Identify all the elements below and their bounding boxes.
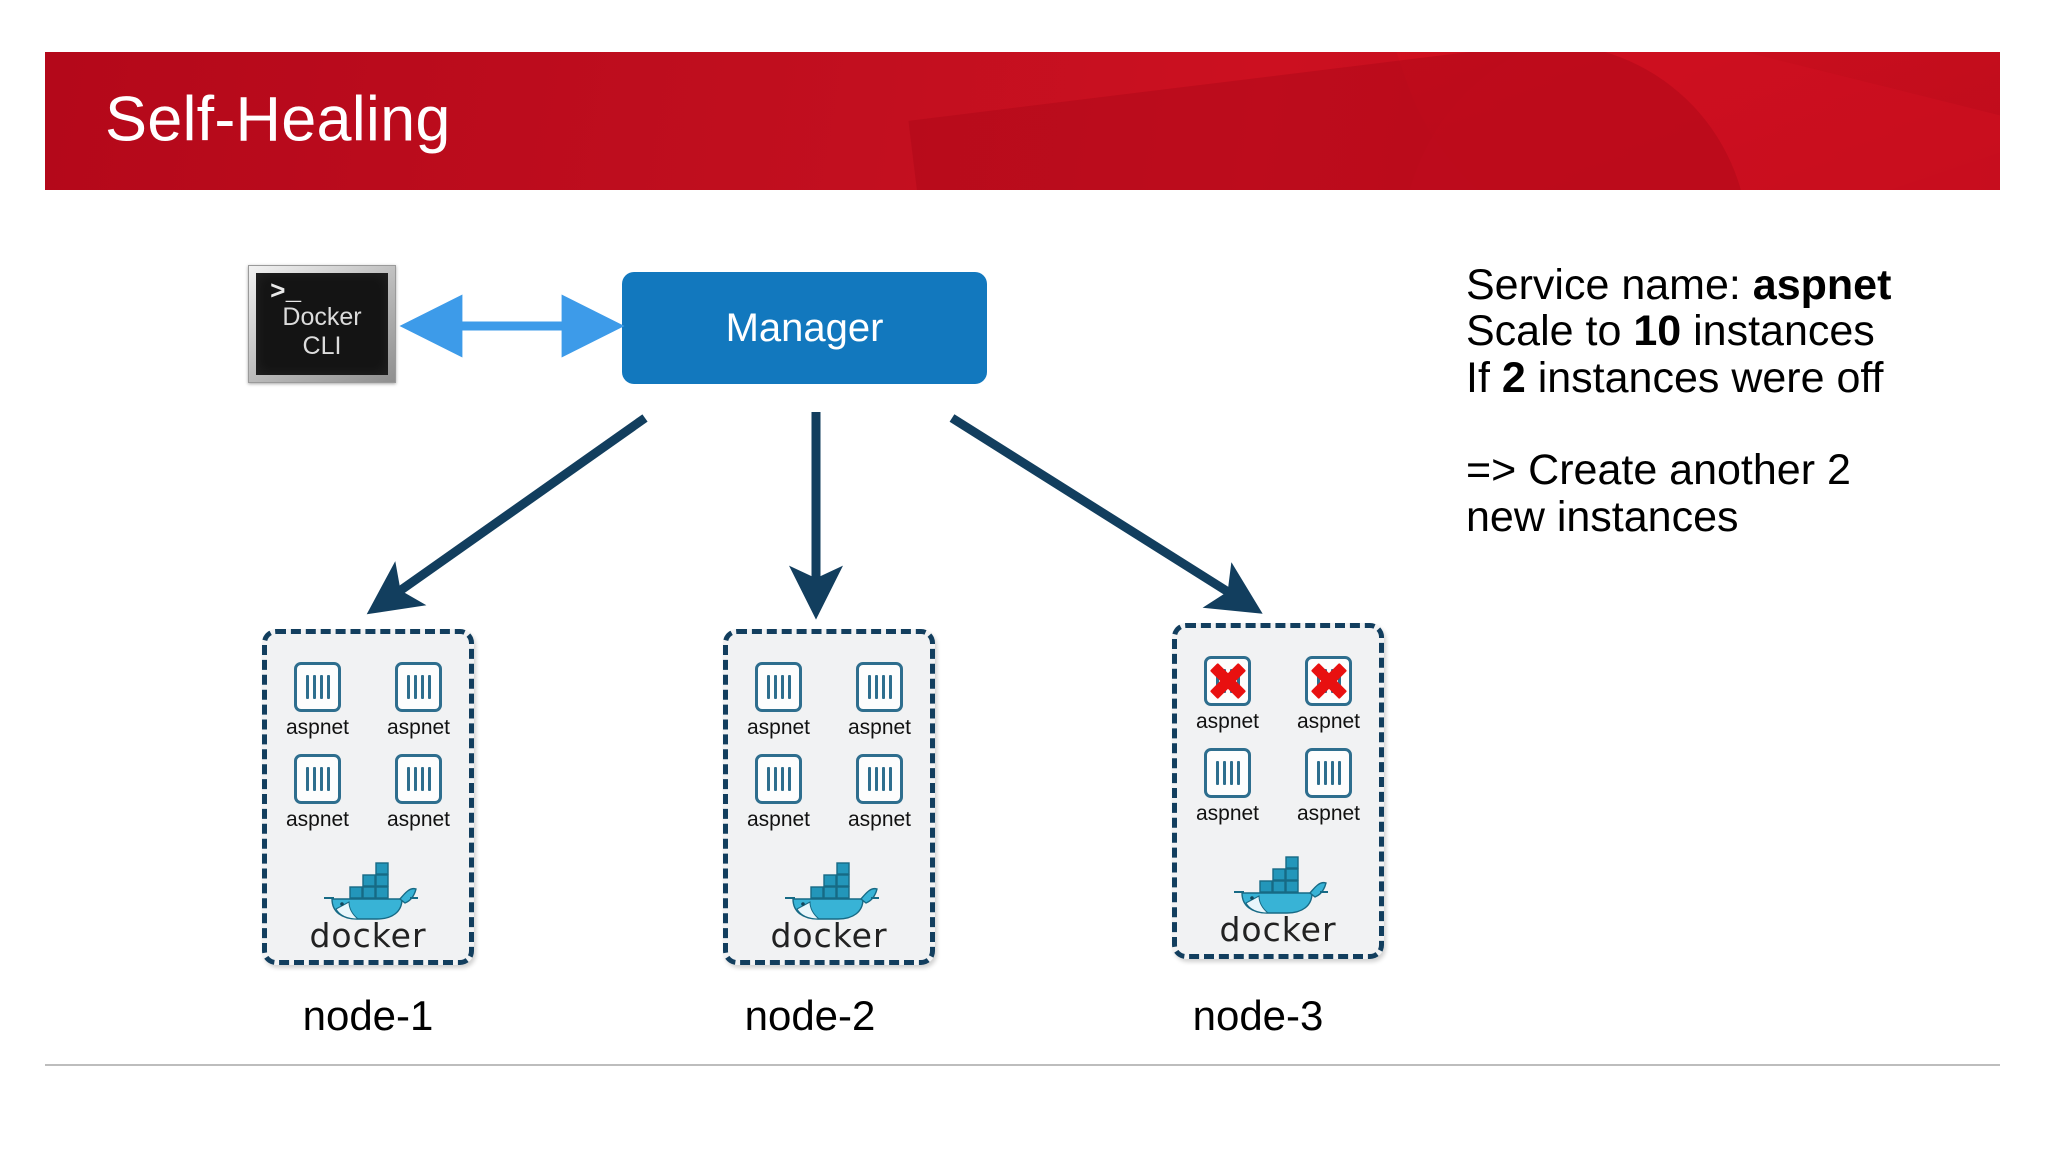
node-label-2: node-2 [744, 992, 876, 1039]
cli-label-cli: CLI [302, 332, 342, 360]
container-grid: aspnet aspnet aspnet aspnet [728, 662, 930, 830]
cli-label-docker: Docker [282, 303, 362, 331]
note-line-5: new instances [1466, 492, 1739, 541]
container-label: aspnet [285, 808, 350, 831]
container-item-failed[interactable]: aspnet [1196, 656, 1259, 732]
notes-block: Service name: aspnet Scale to 10 instanc… [1466, 262, 2006, 540]
container-item[interactable]: aspnet [286, 662, 349, 738]
container-icon [294, 662, 341, 712]
container-item[interactable]: aspnet [848, 754, 911, 830]
container-icon [1305, 748, 1352, 798]
node-label-3: node-3 [1192, 992, 1324, 1039]
docker-wordmark: docker [309, 916, 427, 955]
note-scale-suffix: instances [1681, 307, 1875, 356]
container-label: aspnet [386, 808, 451, 831]
banner-swoosh-3 [908, 52, 1752, 190]
container-item[interactable]: aspnet [1196, 748, 1259, 824]
title-banner: Self-Healing [45, 52, 2000, 190]
note-off-prefix: If [1466, 353, 1502, 402]
container-icon [395, 754, 442, 804]
container-item[interactable]: aspnet [387, 754, 450, 830]
note-line-3: If 2 instances were off [1466, 355, 2006, 401]
note-line-2: Scale to 10 instances [1466, 308, 2006, 354]
container-icon [755, 754, 802, 804]
prompt-icon: >_ [270, 277, 302, 307]
failed-x-icon [1306, 657, 1351, 705]
note-scale-prefix: Scale to [1466, 307, 1634, 356]
terminal-screen: >_ Docker CLI [256, 273, 388, 375]
node-box-1[interactable]: aspnet aspnet aspnet aspnet [262, 629, 474, 965]
page-title: Self-Healing [105, 84, 451, 155]
container-label: aspnet [1195, 802, 1260, 825]
container-item-failed[interactable]: aspnet [1297, 656, 1360, 732]
docker-logo: docker [267, 857, 469, 952]
container-label: aspnet [746, 808, 811, 831]
docker-whale-icon [324, 862, 418, 920]
container-label: aspnet [1195, 710, 1260, 733]
container-label: aspnet [386, 716, 451, 739]
note-line-1: Service name: aspnet [1466, 262, 2006, 308]
note-scale-value: 10 [1633, 307, 1682, 356]
node-box-3[interactable]: aspnet aspnet aspnet aspnet [1172, 623, 1384, 959]
container-item[interactable]: aspnet [848, 662, 911, 738]
container-icon [294, 754, 341, 804]
container-icon [395, 662, 442, 712]
arrow-manager-node-3 [949, 414, 1263, 614]
docker-whale-icon [1234, 856, 1328, 914]
note-off-suffix: instances were off [1525, 353, 1884, 402]
node-box-2[interactable]: aspnet aspnet aspnet aspnet [723, 629, 935, 965]
container-label: aspnet [1296, 802, 1361, 825]
notes-spacer [1466, 401, 2006, 447]
arrow-manager-node-1 [366, 414, 648, 615]
container-icon [755, 662, 802, 712]
container-icon [856, 662, 903, 712]
container-icon [1204, 656, 1251, 706]
container-grid: aspnet aspnet aspnet aspnet [1177, 656, 1379, 824]
node-label-1: node-1 [302, 992, 434, 1039]
container-icon [1204, 748, 1251, 798]
docker-logo: docker [1177, 851, 1379, 946]
container-label: aspnet [285, 716, 350, 739]
container-label: aspnet [1296, 710, 1361, 733]
note-service-prefix: Service name: [1466, 261, 1753, 309]
container-label: aspnet [847, 808, 912, 831]
manager-node: Manager [622, 272, 987, 384]
docker-logo: docker [728, 857, 930, 952]
container-item[interactable]: aspnet [286, 754, 349, 830]
container-item[interactable]: aspnet [747, 662, 810, 738]
container-label: aspnet [847, 716, 912, 739]
container-item[interactable]: aspnet [387, 662, 450, 738]
container-icon [856, 754, 903, 804]
docker-cli-icon: >_ Docker CLI [248, 265, 396, 383]
docker-wordmark: docker [1219, 910, 1337, 949]
manager-label: Manager [725, 305, 884, 350]
footer-divider [45, 1064, 2000, 1066]
container-icon [1305, 656, 1352, 706]
container-item[interactable]: aspnet [1297, 748, 1360, 824]
failed-x-icon [1205, 657, 1250, 705]
note-service-value: aspnet [1752, 261, 1892, 309]
container-grid: aspnet aspnet aspnet aspnet [267, 662, 469, 830]
container-item[interactable]: aspnet [747, 754, 810, 830]
docker-whale-icon [785, 862, 879, 920]
container-label: aspnet [746, 716, 811, 739]
note-off-value: 2 [1501, 353, 1526, 402]
note-line-4: => Create another 2 [1466, 446, 1851, 495]
docker-wordmark: docker [770, 916, 888, 955]
